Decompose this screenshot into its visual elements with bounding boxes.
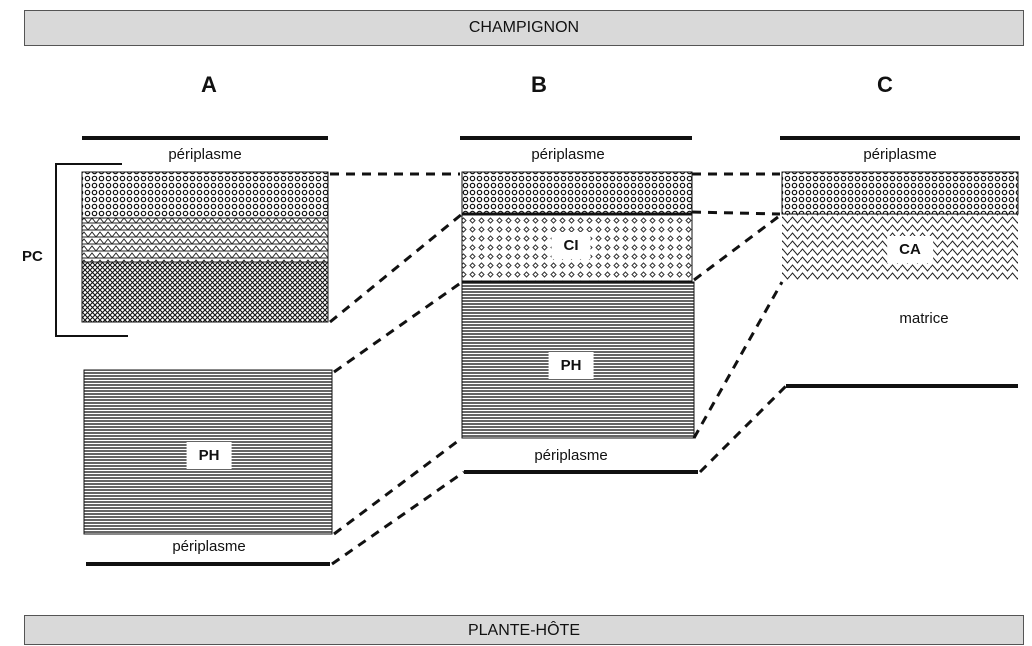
column-b-label: B xyxy=(531,72,547,97)
column-a-top-membrane xyxy=(82,136,328,140)
column-b-layer-1 xyxy=(461,171,693,215)
column-b-top-membrane xyxy=(460,136,692,140)
column-c-layer-1 xyxy=(781,171,1019,215)
column-a-layer-1 xyxy=(81,171,329,219)
periplasm-label-b-top: périplasme xyxy=(531,146,605,163)
periplasm-label-a-top: périplasme xyxy=(168,146,242,163)
ca-label: CA xyxy=(887,236,933,263)
dash-b-c-ci xyxy=(693,212,783,282)
pc-bracket xyxy=(55,163,128,337)
dash-a-b-mid xyxy=(329,212,463,324)
periplasm-label-a-bottom: périplasme xyxy=(172,538,246,555)
dash-a-b-ph-top xyxy=(333,280,463,374)
column-c-label: C xyxy=(877,72,893,97)
column-c-bottom-membrane xyxy=(786,384,1018,388)
column-a-layer-2 xyxy=(81,217,329,263)
column-b-bottom-membrane xyxy=(464,470,698,474)
pc-label: PC xyxy=(22,248,43,265)
column-a-layer-3 xyxy=(81,261,329,323)
correspondence-lines xyxy=(329,172,788,566)
periplasm-label-c-top: périplasme xyxy=(863,146,937,163)
column-a-bottom-membrane xyxy=(86,562,330,566)
column-c-top-membrane xyxy=(780,136,1020,140)
host-plant-banner: PLANTE-HÔTE xyxy=(24,615,1024,645)
dash-b-c-ph xyxy=(692,281,784,439)
periplasm-label-b-bottom: périplasme xyxy=(534,447,608,464)
column-a-label: A xyxy=(201,72,217,97)
dash-b-c-mid xyxy=(691,210,781,216)
matrix-label: matrice xyxy=(899,310,949,327)
dash-a-b-membrane xyxy=(331,470,465,566)
fungus-banner: CHAMPIGNON xyxy=(24,10,1024,46)
ci-label: CI xyxy=(551,232,591,259)
ph-label-b: PH xyxy=(548,352,594,379)
dash-a-b-ph-bottom xyxy=(333,436,463,536)
ph-label-a: PH xyxy=(186,442,232,469)
dash-b-c-membrane xyxy=(698,384,788,474)
